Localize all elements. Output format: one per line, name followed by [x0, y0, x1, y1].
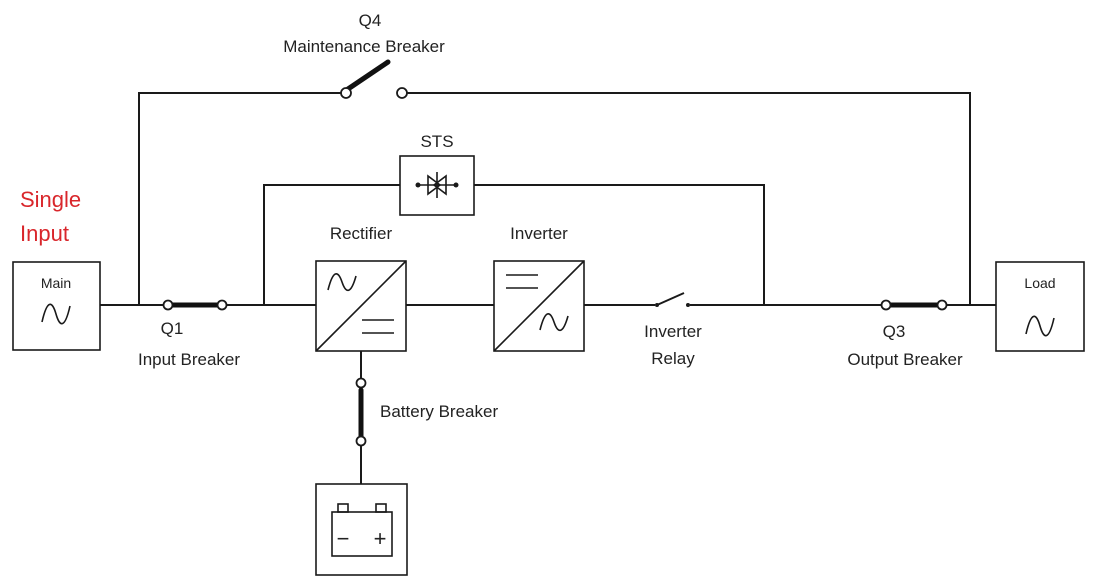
rectifier-block: Rectifier [315, 224, 407, 352]
q4-label: Q4 [359, 11, 382, 30]
main-block: Main [12, 261, 101, 351]
q1-sublabel: Input Breaker [138, 350, 240, 369]
rectifier-label: Rectifier [330, 224, 393, 243]
sine-wave-icon [41, 303, 71, 325]
q4-maintenance-breaker: Q4 Maintenance Breaker [283, 11, 445, 99]
battery-block: − + [315, 483, 408, 576]
battery-breaker: Battery Breaker [355, 377, 498, 447]
relay-label: Inverter [644, 322, 702, 341]
inverter-label: Inverter [510, 224, 568, 243]
q3-output-breaker: Q3 Output Breaker [847, 299, 963, 369]
sine-wave-icon [1025, 315, 1055, 337]
thyristor-icon [415, 172, 459, 198]
q4-sublabel: Maintenance Breaker [283, 37, 445, 56]
wiring [100, 92, 996, 484]
load-block: Load [995, 261, 1085, 352]
battery-minus: − [337, 526, 350, 551]
q3-sublabel: Output Breaker [847, 350, 963, 369]
battery-plus: + [374, 526, 387, 551]
load-label: Load [1024, 275, 1055, 291]
battery-icon: − + [331, 503, 393, 557]
ac-to-dc-icon [315, 260, 407, 352]
title-line-2: Input [20, 221, 69, 246]
relay-sublabel: Relay [651, 349, 695, 368]
sts-label: STS [420, 132, 453, 151]
q1-input-breaker: Q1 Input Breaker [138, 299, 240, 369]
title-line-1: Single [20, 187, 81, 212]
dc-to-ac-icon [493, 260, 585, 352]
inverter-block: Inverter [493, 224, 585, 352]
sts-block: STS [399, 132, 475, 216]
q1-label: Q1 [161, 319, 184, 338]
q3-label: Q3 [883, 322, 906, 341]
inverter-relay: Inverter Relay [644, 292, 702, 368]
main-label: Main [41, 275, 71, 291]
battery-breaker-label: Battery Breaker [380, 402, 498, 421]
